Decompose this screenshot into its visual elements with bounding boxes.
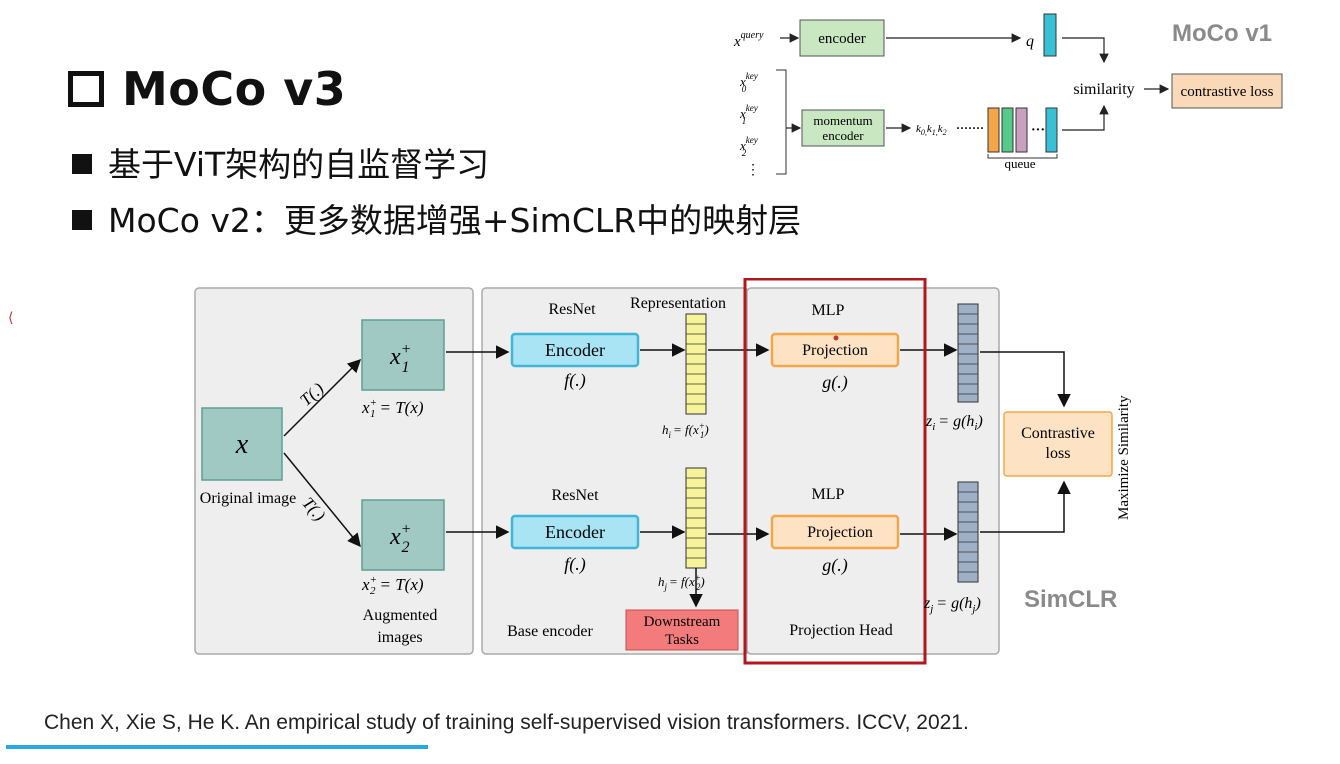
simclr-diagram: x Original image T(.) T(.) x+1 x+1= T(x)… [194,278,1132,665]
filled-square-icon [72,153,92,174]
filled-square-icon [72,209,92,230]
downstream-tasks-box [625,609,739,651]
bullet-1: 基于ViT架构的自监督学习 [72,138,489,186]
zi-vector [957,303,979,403]
encoder-top-box [510,332,640,368]
x1-symbol: x+1 [389,341,411,376]
contrastive-label-1: Contrastive [1021,425,1095,442]
f-bottom-label: f(.) [564,554,586,575]
representation-top-vector [685,313,707,415]
encoder-top-label: Encoder [545,340,605,360]
cursor-dot [833,335,839,341]
downstream-label-1: Downstream [644,614,721,630]
moco-v1-tag: MoCo v1 [1172,20,1273,47]
queue-dots: ··· [1031,123,1045,138]
augmented-label-2: images [377,629,422,646]
augmented-label-1: Augmented [363,607,438,624]
representation-bottom-vector [685,467,707,569]
resnet-top-label: ResNet [548,301,596,318]
k-sequence: k0,k1,k2 [916,123,947,137]
projection-head-label: Projection Head [789,622,893,639]
maximize-similarity-label: Maximize Similarity [1116,395,1132,520]
x1-equation: x+1= T(x) [361,397,424,420]
queue-item-3 [1015,107,1028,153]
x-symbol: x [235,429,249,460]
original-image-box [201,407,283,481]
queue-label: queue [1004,156,1035,171]
simclr-tag: SimCLR [1024,586,1118,613]
q-vector [1043,13,1057,57]
encoder-bottom-box [510,514,640,550]
g-bottom-label: g(.) [822,555,848,576]
queue-item-last [1045,107,1058,153]
mlp-top-label: MLP [812,302,845,319]
projection-bottom-box [770,514,900,550]
queue-item-2 [1001,107,1014,153]
zj-equation: zj= g(hj) [923,595,981,615]
projection-head-highlight [743,278,927,665]
mlp-bottom-label: MLP [812,486,845,503]
q-label: q [1026,33,1034,50]
resnet-bottom-label: ResNet [551,487,599,504]
contrastive-loss-box [1003,411,1113,477]
zi-equation: zi= g(hi) [925,413,983,433]
zj-vector [957,481,979,583]
x2-symbol: x+2 [389,521,411,556]
x1-aug-box [361,319,445,391]
queue-item-1 [987,107,1000,153]
progress-underline [6,745,428,749]
x2-equation: x+2= T(x) [361,574,424,597]
representation-label: Representation [630,295,726,312]
downstream-label-2: Tasks [665,632,699,648]
bullet-2: MoCo v2：更多数据增强+SimCLR中的映射层 [72,194,801,242]
citation: Chen X, Xie S, He K. An empirical study … [44,711,969,734]
hi-equation: hi= f(x+1) [662,421,709,440]
query-encoder-box [799,19,885,57]
encoder-bottom-label: Encoder [545,522,605,542]
hj-equation: hj= f(x+2) [658,573,705,592]
similarity-label: similarity [1073,81,1134,98]
query-encoder-label: encoder [818,31,865,47]
projection-top-box [770,332,900,368]
x-query: xquery [733,30,764,50]
original-image-label: Original image [200,490,296,507]
contrastive-label-2: loss [1046,445,1071,462]
projection-top-label: Projection [802,342,868,359]
base-encoder-label: Base encoder [507,623,593,640]
k-dots: ······· [956,121,984,135]
contrastive-loss-label: contrastive loss [1181,84,1274,100]
hollow-square-icon [68,70,104,107]
slide-title: MoCo v3 [68,62,346,116]
projection-bottom-label: Projection [807,524,873,541]
slide-title-text: MoCo v3 [122,62,347,116]
bullet-1-text: 基于ViT架构的自监督学习 [108,145,490,184]
projection-head-panel [746,287,1000,655]
momentum-encoder-box [801,109,885,147]
red-mark: ⟨ [8,310,14,326]
f-top-label: f(.) [564,370,586,391]
momentum-label-2: encoder [822,128,864,143]
contrastive-loss-box [1171,73,1283,109]
bullet-2-text: MoCo v2：更多数据增强+SimCLR中的映射层 [108,201,802,240]
momentum-label-1: momentum [813,113,872,128]
g-top-label: g(.) [822,372,848,393]
x2-aug-box [361,499,445,571]
keys-ellipsis: ⋮ [746,163,760,178]
